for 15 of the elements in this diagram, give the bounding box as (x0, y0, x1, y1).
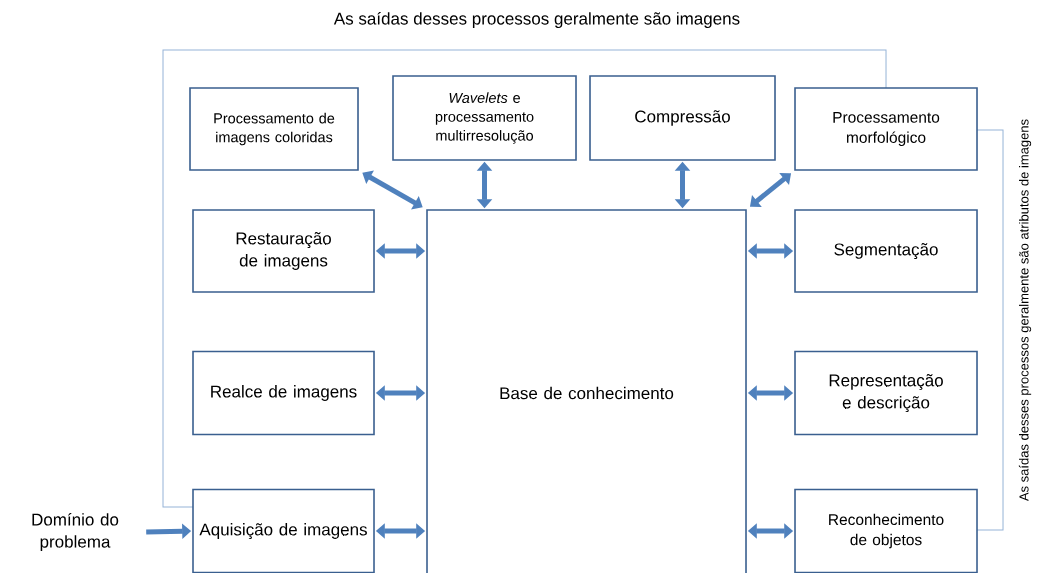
text-box: Processamento morfológico (794, 87, 978, 171)
text-box: Restauração de imagens (192, 209, 375, 293)
bracket-label: As saídas desses processos geralmente são imagens (333, 12, 740, 29)
text-box: Realce de imagens (192, 350, 375, 436)
text-box: Representação e descrição (794, 350, 978, 436)
text-box: Segmentação (794, 209, 978, 293)
text-box: Reconhecimento de objetos (794, 488, 978, 573)
bracket-label: As saídas desses processos geralmente são atributos de imagens (1018, 119, 1032, 502)
text-box: Wavelets e processamento multirresolução (392, 75, 577, 161)
node-text: Domínio do problema (32, 512, 119, 552)
text-box: Processamento de imagens coloridas (189, 87, 359, 171)
arrow (362, 170, 423, 210)
text-box: Aquisição de imagens (192, 488, 375, 573)
knowledge-base-box: Base de conhecimento (426, 209, 747, 573)
text-box: Compressão (589, 75, 776, 161)
